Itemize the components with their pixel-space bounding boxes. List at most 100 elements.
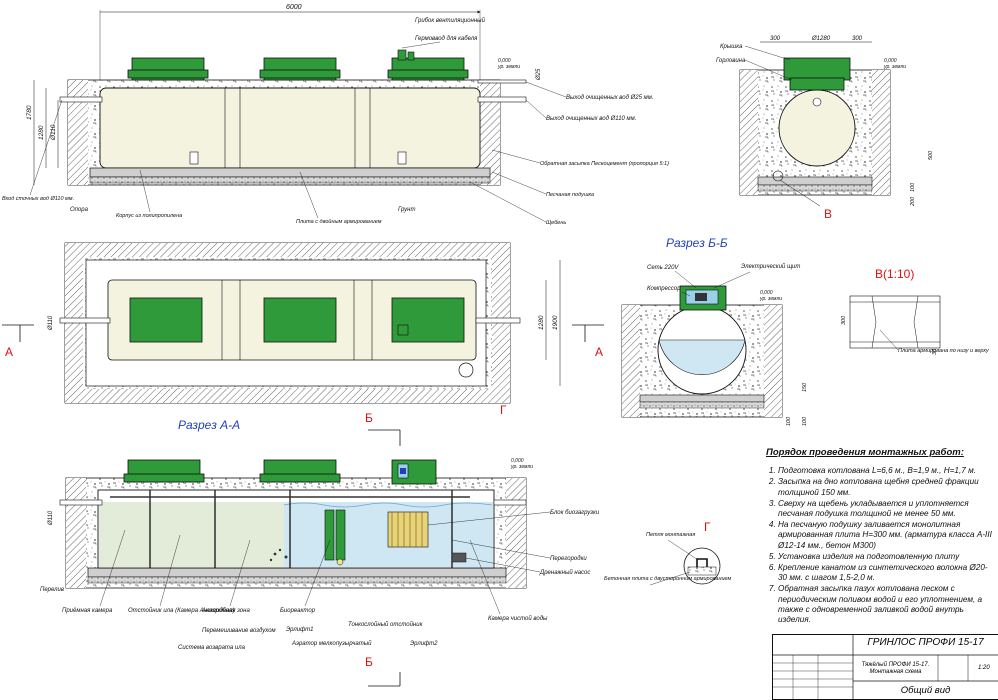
bb-dim-500: 500 [928,150,934,160]
bb-neck-label: Горловина [716,58,746,64]
tank-body [99,87,481,169]
return-label: Система возврата ила [178,645,246,651]
partitions-label: Перегородки [550,556,587,562]
svg-text:0,000: 0,000 [511,458,524,464]
svg-text:100: 100 [910,182,916,192]
body-label: Корпус из полипропилена [116,213,182,219]
rebar-label: Плита армирована по низу и верху [898,348,990,354]
detail-slab-label: Бетонная плита с двусторонним армировани… [604,576,732,582]
title-block-scale: 1:20 [978,665,990,671]
detail-v-title: В(1:10) [875,267,915,281]
block-label: Блок биозагрузки [550,510,600,516]
compressor-label: Компрессор [647,286,681,292]
svg-text:300: 300 [841,315,847,325]
procedure-item: Сверху на щебень укладывается и уплотняе… [778,499,996,519]
vent-label: Грибок вентиляционный [415,17,486,24]
procedure-item: Обратная засыпка пазух котлована песком … [778,584,996,625]
procedure-item: Подготовка котлована L=6,6 м., B=1,9 м.,… [778,466,996,476]
mixing-label: Перемешивание воздухом [202,628,276,634]
out25-label: Выход очищенных вод Ø25 мм. [566,95,654,101]
concrete-slab [89,167,491,178]
out110-label: Выход очищенных вод Ø110 мм. [546,116,636,122]
title-block-grid [773,635,998,699]
plan-dim-1280: 1280 [538,315,545,330]
overflow-label: Перелив [40,587,64,593]
bio-block [387,511,429,548]
svg-text:100: 100 [802,416,808,426]
bioreactor-label: Биореактор [280,608,316,614]
detail-v: 300 30 Плита армирована по низу и верху [841,295,990,355]
marker-a-left: А [5,345,14,359]
aerator-label: Аэратор мелкопузырчатый [291,640,372,647]
svg-text:ур. земли: ур. земли [759,296,782,302]
plan-dim-1900: 1900 [552,315,559,330]
detail-g-title: Г [704,520,711,534]
dim-6000: 6000 [286,4,302,11]
procedure-item: Засыпка на дно котлована щебня средней ф… [778,477,996,497]
bb-dim-d1280: Ø1280 [811,36,831,42]
svg-text:0,000: 0,000 [760,290,773,296]
settler-label: Тонкослойный отстойник [348,621,424,628]
installation-procedure: Порядок проведения монтажных работ: Подг… [766,447,996,626]
marker-b-top: Б [365,411,373,425]
section-aa-title: Разрез А-А [178,418,241,432]
plan-dim-d110: Ø110 [48,315,54,331]
section-aa: Ø110 0,000 ур. земли Блок биозагрузки Пе… [40,429,600,687]
receive-label: Приёмная камера [62,608,113,614]
dim-1780: 1780 [26,105,33,120]
dim-d110: Ø110 [50,124,57,141]
level-mark: 0,000 [498,58,511,64]
aa-dim-d110: Ø110 [48,510,54,526]
title-block-view: Общий вид [900,685,951,696]
airlift2-label: Эрлифт2 [410,641,438,647]
clean-label: Камера чистой воды [488,615,548,622]
panel-label: Электрический щит [741,263,800,270]
procedure-item: На песчаную подушку заливается монолитна… [778,520,996,551]
section-bb-top: 300 Ø1280 300 Крышка Горловина 0,000 ур.… [716,36,934,207]
loop-label: Петля монтажная [646,532,695,538]
backfill-label: Обратная засыпка Пескоцемент (пропорция … [540,161,669,167]
svg-text:0,000: 0,000 [884,58,897,64]
sand-label: Песчаная подушка [546,192,594,198]
svg-text:30: 30 [932,348,938,355]
section-bb: Сеть 220V Электрический щит Компрессор 0… [621,263,808,426]
airlift1-label: Эрлифт1 [286,627,313,633]
section-bb-title: Разрез Б-Б [666,236,728,250]
sludge-label: Отстойник ила (Камера Аноксидная) [128,607,235,614]
svg-text:200: 200 [910,196,916,207]
bb-dim-300b: 300 [852,36,863,42]
title-block: ГРИНЛОС ПРОФИ 15-17 Тяжёлый ПРОФИ 15-17.… [772,634,998,700]
title-block-subtitle: Тяжёлый ПРОФИ 15-17. Монтажная схема [861,662,930,675]
procedure-title: Порядок проведения монтажных работ: [766,447,964,458]
marker-g: Г [500,403,507,417]
slab-label: Плита с двойным армированием [296,218,382,225]
elevation-view: 6000 1780 1280 Ø110 0,000 ур. земли Ø25 … [2,4,669,226]
anaerobic-label: Анаэробная зона [201,608,250,614]
dim-d25: Ø25 [536,68,542,81]
procedure-item: Установка изделия на подготовленную плит… [778,552,996,562]
svg-text:ур. земли: ур. земли [497,64,520,70]
svg-text:ур. земли: ур. земли [510,464,533,470]
plan-view: 1280 1900 Ø110 [2,242,604,404]
svg-text:150: 150 [802,382,808,392]
gravel-label: Щебень [546,220,566,226]
marker-a-right: А [595,345,604,359]
bb-dim-300a: 300 [770,36,781,42]
cable-label: Гермоввод для кабеля [415,36,478,42]
title-block-title: ГРИНЛОС ПРОФИ 15-17 [867,637,984,648]
svg-text:100: 100 [786,416,792,426]
procedure-item: Крепление канатом из синтетического воло… [778,563,996,583]
svg-text:ур. земли: ур. земли [883,64,906,70]
support-label: Опора [70,207,89,213]
bb-lid-label: Крышка [720,44,743,50]
vent-icon [397,49,407,61]
marker-b-bottom: Б [365,655,373,669]
dim-1280: 1280 [38,125,45,140]
marker-v: В [824,207,833,221]
detail-g: Петля монтажная Бетонная плита с двустор… [604,532,732,586]
ground-label: Грунт [398,207,415,213]
power-label: Сеть 220V [647,265,679,271]
pump-label: Дренажный насос [539,569,590,576]
inlet-label: Вход сточных вод Ø110 мм. [2,196,74,202]
